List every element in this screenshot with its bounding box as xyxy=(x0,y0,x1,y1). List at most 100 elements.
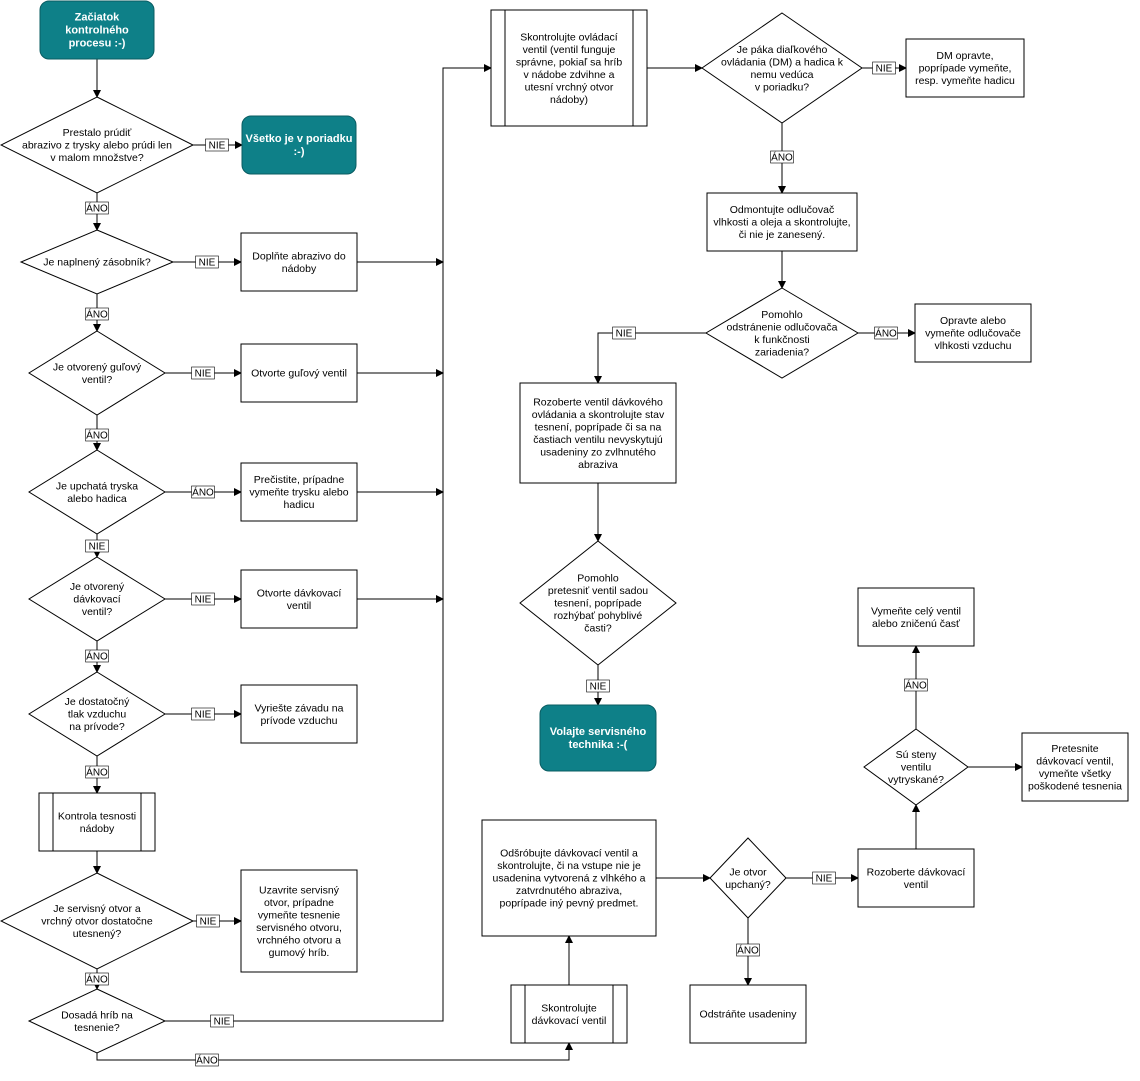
decision-shape xyxy=(28,330,166,416)
decision-shape xyxy=(0,872,195,970)
decision-shape xyxy=(705,287,859,379)
edge-label-text: ÁNO xyxy=(86,429,108,442)
edge-label-yes: ÁNO xyxy=(85,429,109,442)
process-box xyxy=(240,232,358,292)
edge-label-text: NIE xyxy=(590,682,607,693)
edge-label-yes: ÁNO xyxy=(770,151,794,164)
edge-label-yes: ÁNO xyxy=(874,327,898,340)
edge-label-text: ÁNO xyxy=(86,202,108,215)
edge-label-text: NIE xyxy=(195,369,212,380)
edge-label-text: ÁNO xyxy=(196,1054,218,1067)
edge-label-no: NIE xyxy=(586,679,610,693)
edge-label-no: NIE xyxy=(191,592,215,606)
a-open-ball-node: Otvorte guľový ventil xyxy=(240,343,358,403)
decision-shape xyxy=(863,728,969,806)
subprocess-box xyxy=(510,984,628,1044)
subprocess-box xyxy=(38,792,156,852)
edge-label-text: NIE xyxy=(199,258,216,269)
edge-label-yes: ÁNO xyxy=(85,766,109,779)
node-text: Všetko je v poriadku:-) xyxy=(246,133,353,158)
process-box xyxy=(240,869,358,973)
q-hopper-node: Je naplnený zásobník? xyxy=(19,229,175,295)
node-text: Je naplnený zásobník? xyxy=(43,257,151,269)
a-fix-dm-node: DM opravte,poprípade vymeňte,resp. vymeň… xyxy=(905,38,1025,98)
process-box xyxy=(905,38,1025,98)
process-box xyxy=(689,984,807,1044)
edge-label-text: NIE xyxy=(195,595,212,606)
edge-label-text: ÁNO xyxy=(86,650,108,663)
all-ok-node: Všetko je v poriadku:-) xyxy=(241,115,357,175)
edge-label-text: NIE xyxy=(195,710,212,721)
process-box xyxy=(857,587,975,647)
decision-shape xyxy=(519,540,677,666)
decision-shape xyxy=(19,229,175,295)
node-text: DM opravte,poprípade vymeňte,resp. vymeň… xyxy=(915,50,1015,87)
edge-label-text: NIE xyxy=(816,874,833,885)
edge-label-no: NIE xyxy=(195,255,219,269)
edge-label-text: ÁNO xyxy=(86,973,108,986)
node-text: Odstráňte usadeniny xyxy=(700,1009,798,1021)
edge-label-text: NIE xyxy=(89,542,106,553)
edge-label-text: NIE xyxy=(214,1017,231,1028)
terminal-shape xyxy=(539,704,657,772)
edge-label-text: NIE xyxy=(876,64,893,75)
process-box xyxy=(481,819,657,937)
edge-label-no: NIE xyxy=(872,61,896,75)
edge-label-no: NIE xyxy=(210,1014,234,1028)
process-box xyxy=(857,848,975,908)
edge-label-yes: ÁNO xyxy=(85,973,109,986)
edge-label-no: NIE xyxy=(196,914,220,928)
edge-label-no: NIE xyxy=(191,707,215,721)
edge-label-yes: ÁNO xyxy=(85,308,109,321)
edge-label-text: ÁNO xyxy=(737,944,759,957)
edge-label-no: NIE xyxy=(191,366,215,380)
edge-label-text: ÁNO xyxy=(86,766,108,779)
edge-label-text: NIE xyxy=(616,329,633,340)
decision-shape xyxy=(27,988,167,1054)
subprocess-box xyxy=(490,9,648,127)
edge-label-no: NIE xyxy=(812,871,836,885)
edge-label-no: NIE xyxy=(205,138,229,152)
edge-label-text: ÁNO xyxy=(905,679,927,692)
process-box xyxy=(706,192,858,252)
process-box xyxy=(1021,732,1129,802)
process-box xyxy=(240,569,358,629)
connector-e-sh-dis xyxy=(594,332,706,384)
connector-e-mush-dv xyxy=(96,1042,573,1061)
